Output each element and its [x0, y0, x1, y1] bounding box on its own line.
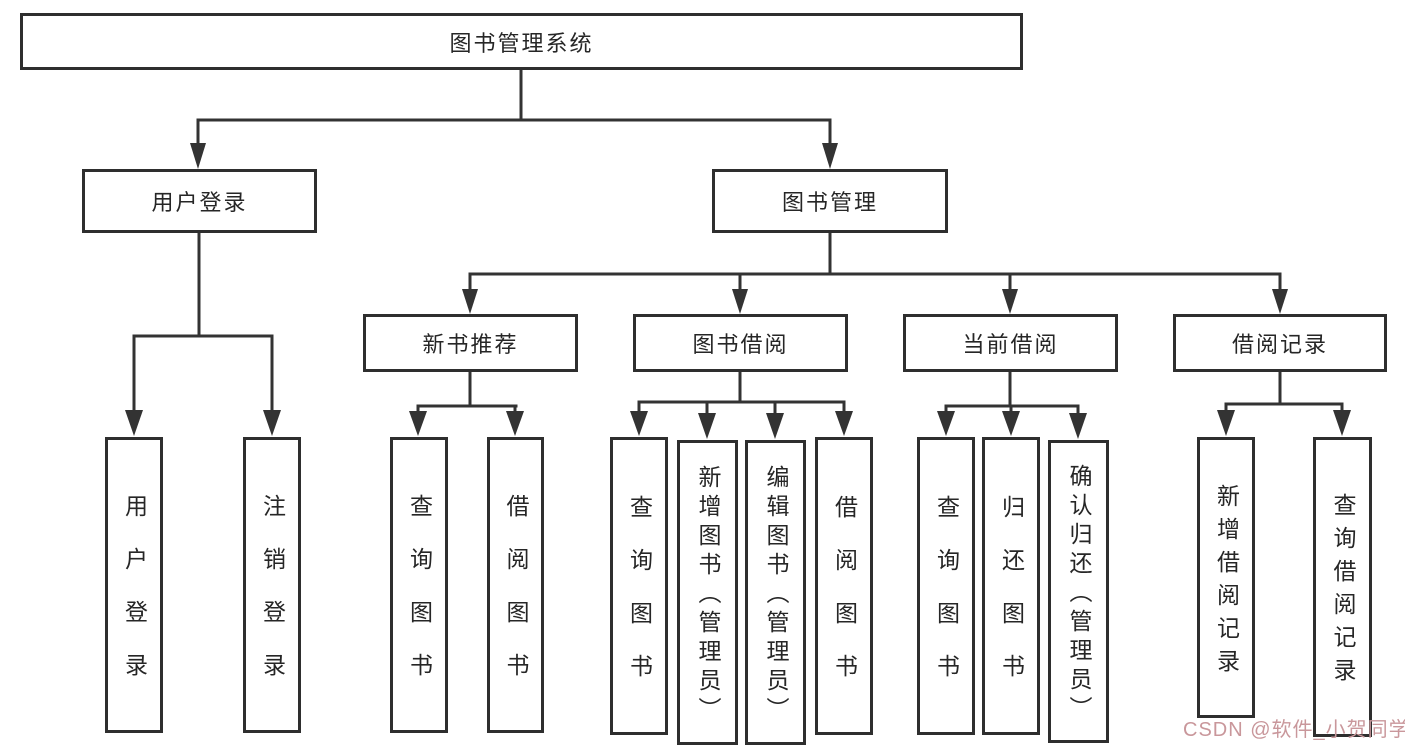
- leaf-query-borrow-record: 查询借阅记录: [1313, 437, 1372, 737]
- node-current-borrowing-label: 当前借阅: [962, 332, 1059, 357]
- node-current-borrowing: 当前借阅: [903, 314, 1118, 372]
- leaf-query-books-borrowing: 查询图书: [610, 437, 668, 735]
- node-user-login-label: 用户登录: [151, 190, 248, 215]
- csdn-watermark: CSDN @软件_小贺同学: [1183, 719, 1405, 741]
- node-new-book-recommendation: 新书推荐: [363, 314, 578, 372]
- leaf-borrow-books-borrowing-label: 借阅图书: [831, 495, 858, 707]
- leaf-edit-book-admin-label: 编辑图书（管理员）: [763, 465, 789, 726]
- leaf-return-books: 归还图书: [982, 437, 1040, 735]
- node-new-book-recommendation-label: 新书推荐: [422, 332, 519, 357]
- leaf-user-login: 用户登录: [105, 437, 163, 733]
- leaf-logout: 注销登录: [243, 437, 301, 733]
- leaf-logout-label: 注销登录: [259, 494, 286, 706]
- leaf-add-borrow-record: 新增借阅记录: [1197, 437, 1255, 718]
- node-book-management: 图书管理: [712, 169, 948, 233]
- leaf-query-books-current-label: 查询图书: [933, 495, 960, 707]
- leaf-return-books-label: 归还图书: [998, 495, 1025, 707]
- leaf-borrow-books-recommend-label: 借阅图书: [503, 494, 529, 706]
- leaf-edit-book-admin: 编辑图书（管理员）: [745, 440, 806, 745]
- leaf-user-login-label: 用户登录: [121, 494, 148, 706]
- leaf-query-books-borrowing-label: 查询图书: [626, 495, 653, 707]
- node-book-borrowing-label: 图书借阅: [692, 332, 789, 357]
- leaf-add-borrow-record-label: 新增借阅记录: [1213, 483, 1240, 682]
- leaf-query-books-recommend: 查询图书: [390, 437, 448, 733]
- leaf-add-book-admin: 新增图书（管理员）: [677, 440, 738, 745]
- leaf-add-book-admin-label: 新增图书（管理员）: [695, 465, 721, 726]
- leaf-query-borrow-record-label: 查询借阅记录: [1330, 493, 1356, 691]
- node-book-management-label: 图书管理: [781, 190, 878, 215]
- node-book-borrowing: 图书借阅: [633, 314, 848, 372]
- node-user-login: 用户登录: [82, 169, 317, 233]
- leaf-borrow-books-recommend: 借阅图书: [487, 437, 544, 733]
- node-root-label: 图书管理系统: [449, 30, 594, 56]
- leaf-query-books-recommend-label: 查询图书: [406, 494, 433, 706]
- leaf-query-books-current: 查询图书: [917, 437, 975, 735]
- node-borrowing-records-label: 借阅记录: [1231, 332, 1328, 357]
- node-root: 图书管理系统: [20, 13, 1023, 70]
- leaf-confirm-return-admin: 确认归还（管理员）: [1048, 440, 1109, 743]
- leaf-borrow-books-borrowing: 借阅图书: [815, 437, 873, 735]
- node-borrowing-records: 借阅记录: [1173, 314, 1387, 372]
- leaf-confirm-return-admin-label: 确认归还（管理员）: [1066, 464, 1092, 725]
